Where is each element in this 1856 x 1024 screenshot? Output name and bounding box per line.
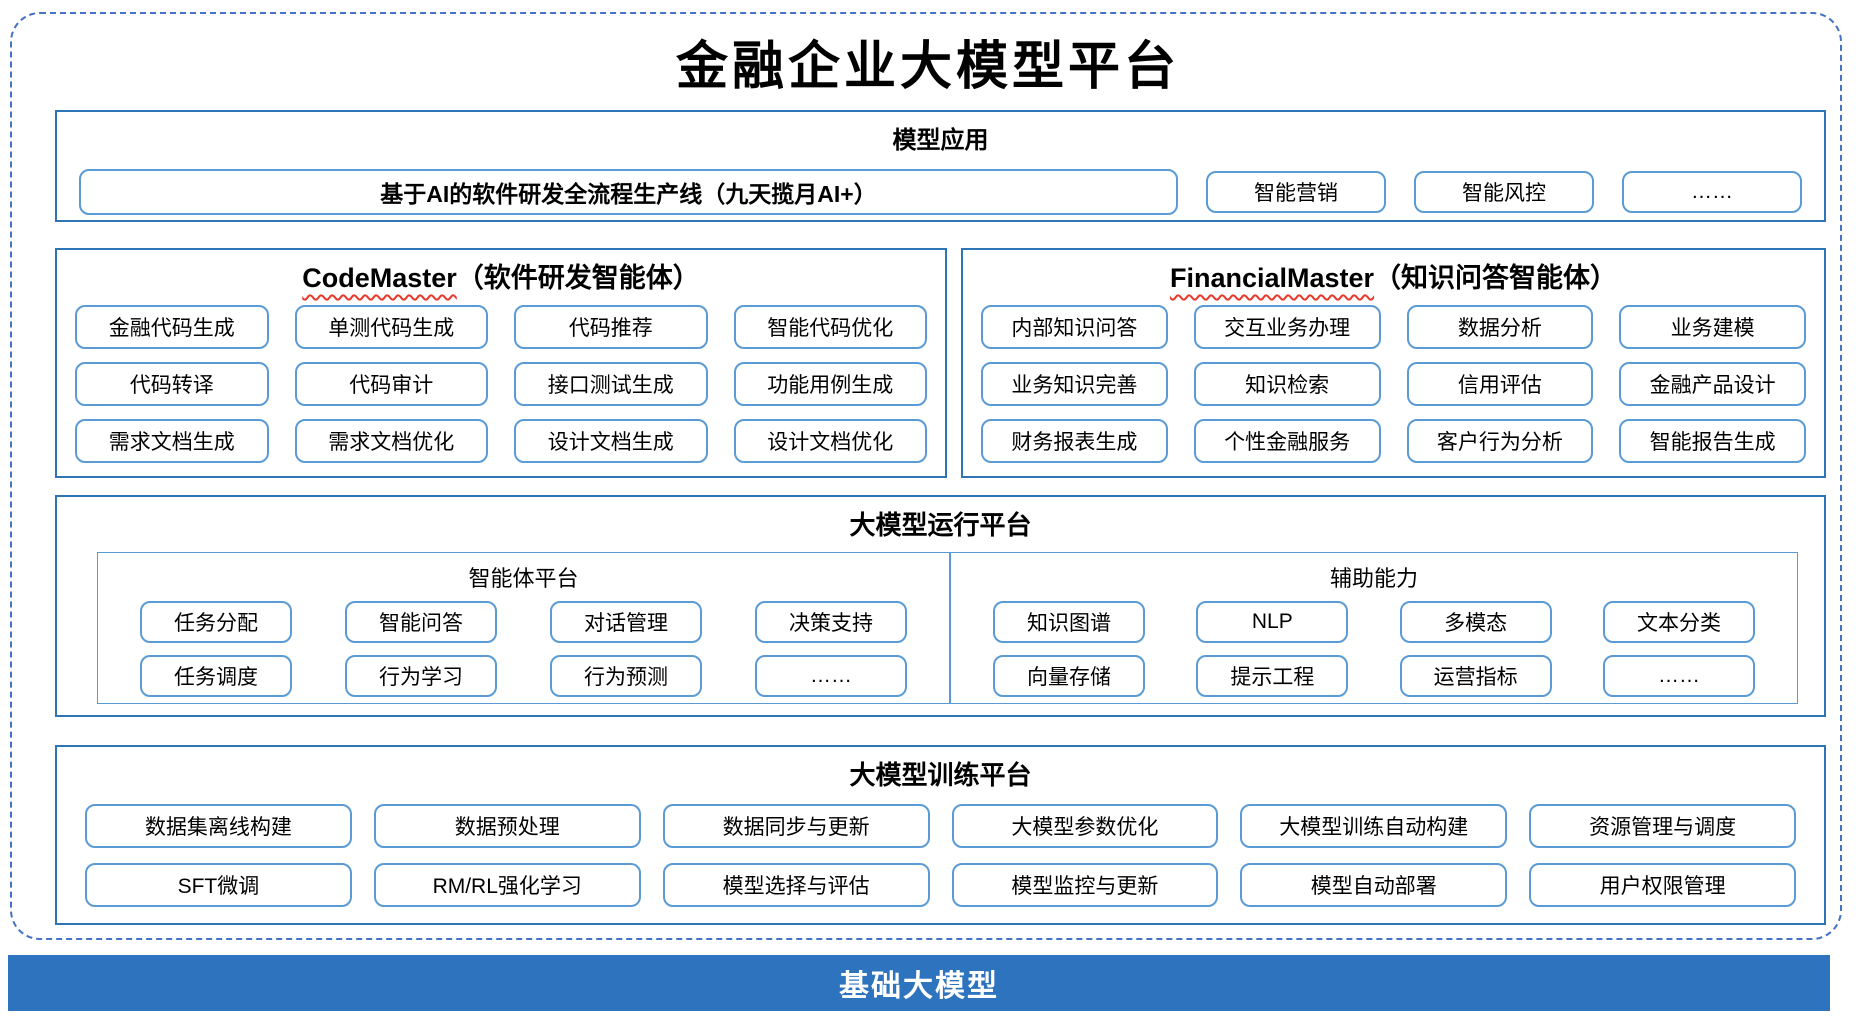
training-item-pill: 用户权限管理 xyxy=(1529,863,1796,907)
model-applications-row: 基于AI的软件研发全流程生产线（九天揽月AI+） 智能营销智能风控 …… xyxy=(57,169,1824,215)
aux-ability-item-pill: 文本分类 xyxy=(1602,601,1755,643)
financialmaster-item-pill: 交互业务办理 xyxy=(1193,305,1381,349)
codemaster-items-grid: 金融代码生成单测代码生成代码推荐智能代码优化代码转译代码审计接口测试生成功能用例… xyxy=(57,305,945,463)
training-item-pill: RM/RL强化学习 xyxy=(373,863,641,907)
codemaster-item-pill: 代码审计 xyxy=(294,362,488,406)
section-header-model-applications: 模型应用 xyxy=(892,127,989,154)
financialmaster-items-grid: 内部知识问答交互业务办理数据分析业务建模业务知识完善知识检索信用评估金融产品设计… xyxy=(963,305,1824,463)
agents-row: CodeMaster（软件研发智能体） 金融代码生成单测代码生成代码推荐智能代码… xyxy=(55,248,1826,478)
codemaster-item-pill: 代码转译 xyxy=(75,362,269,406)
codemaster-item-pill: 设计文档生成 xyxy=(514,419,708,463)
runtime-platform-header: 大模型运行平台 xyxy=(849,510,1032,540)
agent-platform-header: 智能体平台 xyxy=(468,566,579,591)
codemaster-name: CodeMaster xyxy=(302,263,457,293)
training-item-pill: 资源管理与调度 xyxy=(1529,804,1796,848)
financialmaster-item-pill: 财务报表生成 xyxy=(981,419,1168,463)
codemaster-item-pill: 代码推荐 xyxy=(514,305,708,349)
section-model-applications: 模型应用 基于AI的软件研发全流程生产线（九天揽月AI+） 智能营销智能风控 …… xyxy=(55,110,1826,222)
agent-platform-item-pill: 对话管理 xyxy=(550,601,702,643)
codemaster-item-pill: 功能用例生成 xyxy=(733,362,927,406)
training-item-pill: 大模型训练自动构建 xyxy=(1240,804,1508,848)
agent-platform-item-pill: 行为预测 xyxy=(550,655,702,697)
financialmaster-item-pill: 个性金融服务 xyxy=(1193,419,1381,463)
codemaster-header: CodeMaster（软件研发智能体） xyxy=(57,256,945,295)
financialmaster-item-pill: 智能报告生成 xyxy=(1619,419,1806,463)
aux-ability-item-pill: 多模态 xyxy=(1399,601,1552,643)
codemaster-item-pill: 需求文档生成 xyxy=(75,419,269,463)
financialmaster-item-pill: 内部知识问答 xyxy=(981,305,1168,349)
training-item-pill: 模型选择与评估 xyxy=(662,863,930,907)
model-application-pill: 智能营销 xyxy=(1206,171,1386,213)
pill-ai-software-pipeline: 基于AI的软件研发全流程生产线（九天揽月AI+） xyxy=(79,169,1178,215)
model-application-pill: …… xyxy=(1622,171,1802,213)
training-item-pill: 模型自动部署 xyxy=(1240,863,1508,907)
codemaster-item-pill: 接口测试生成 xyxy=(514,362,708,406)
aux-ability-item-pill: 知识图谱 xyxy=(993,601,1145,643)
training-item-pill: 数据预处理 xyxy=(373,804,641,848)
agent-platform-item-pill: 任务调度 xyxy=(140,655,292,697)
agent-platform-item-pill: 任务分配 xyxy=(140,601,292,643)
financialmaster-name: FinancialMaster xyxy=(1169,263,1375,293)
codemaster-item-pill: 设计文档优化 xyxy=(733,419,927,463)
training-item-pill: 模型监控与更新 xyxy=(951,863,1219,907)
runtime-inner-row: 智能体平台 任务分配 智能问答 对话管理 决策支持任务调度 行为学习 行为预测 …… 辅助能… xyxy=(57,552,1824,704)
agent-platform-item-pill: …… xyxy=(755,655,907,697)
financialmaster-item-pill: 知识检索 xyxy=(1193,362,1381,406)
agent-platform-item-pill: 智能问答 xyxy=(345,601,497,643)
section-codemaster: CodeMaster（软件研发智能体） 金融代码生成单测代码生成代码推荐智能代码… xyxy=(55,248,947,478)
aux-ability-item-pill: …… xyxy=(1602,655,1755,697)
financialmaster-item-pill: 业务知识完善 xyxy=(981,362,1168,406)
training-platform-header: 大模型训练平台 xyxy=(849,760,1032,790)
aux-ability-header: 辅助能力 xyxy=(1329,566,1418,591)
agent-platform-item-pill: 决策支持 xyxy=(755,601,907,643)
codemaster-item-pill: 需求文档优化 xyxy=(294,419,488,463)
financialmaster-item-pill: 业务建模 xyxy=(1619,305,1806,349)
training-items-grid: 数据集离线构建数据预处理数据同步与更新大模型参数优化大模型训练自动构建资源管理与… xyxy=(57,804,1824,907)
training-item-pill: SFT微调 xyxy=(85,863,352,907)
subsection-aux-ability: 辅助能力 知识图谱 NLP 多模态 文本分类向量存储 提示工程 运营指标 …… xyxy=(950,552,1798,704)
financialmaster-item-pill: 金融产品设计 xyxy=(1619,362,1806,406)
aux-ability-items-grid: 知识图谱 NLP 多模态 文本分类向量存储 提示工程 运营指标 …… xyxy=(951,601,1797,697)
training-item-pill: 数据同步与更新 xyxy=(662,804,930,848)
aux-ability-item-pill: 运营指标 xyxy=(1399,655,1552,697)
codemaster-item-pill: 金融代码生成 xyxy=(75,305,269,349)
model-applications-small-pills: 智能营销智能风控 …… xyxy=(1206,171,1802,213)
financialmaster-item-pill: 客户行为分析 xyxy=(1406,419,1594,463)
subsection-agent-platform: 智能体平台 任务分配 智能问答 对话管理 决策支持任务调度 行为学习 行为预测 …… xyxy=(97,552,950,704)
section-training-platform: 大模型训练平台 数据集离线构建数据预处理数据同步与更新大模型参数优化大模型训练自… xyxy=(55,745,1826,925)
aux-ability-item-pill: 提示工程 xyxy=(1196,655,1349,697)
financialmaster-subtitle: （知识问答智能体） xyxy=(1374,263,1618,293)
aux-ability-item-pill: NLP xyxy=(1196,601,1349,643)
agent-platform-items-grid: 任务分配 智能问答 对话管理 决策支持任务调度 行为学习 行为预测 …… xyxy=(98,601,949,697)
page-title: 金融企业大模型平台 xyxy=(675,36,1180,97)
codemaster-item-pill: 智能代码优化 xyxy=(733,305,927,349)
training-item-pill: 大模型参数优化 xyxy=(951,804,1219,848)
section-runtime-platform: 大模型运行平台 智能体平台 任务分配 智能问答 对话管理 决策支持任务调度 行为学习 行为… xyxy=(55,495,1826,717)
financialmaster-item-pill: 信用评估 xyxy=(1406,362,1594,406)
aux-ability-item-pill: 向量存储 xyxy=(993,655,1145,697)
foundation-model-bar: 基础大模型 xyxy=(8,955,1830,1011)
codemaster-item-pill: 单测代码生成 xyxy=(294,305,488,349)
financialmaster-item-pill: 数据分析 xyxy=(1406,305,1594,349)
outer-dashed-frame xyxy=(10,12,1842,940)
foundation-model-label: 基础大模型 xyxy=(839,970,999,1003)
codemaster-subtitle: （软件研发智能体） xyxy=(456,263,700,293)
agent-platform-item-pill: 行为学习 xyxy=(345,655,497,697)
section-financialmaster: FinancialMaster（知识问答智能体） 内部知识问答交互业务办理数据分… xyxy=(961,248,1826,478)
financialmaster-header: FinancialMaster（知识问答智能体） xyxy=(963,256,1824,295)
model-application-pill: 智能风控 xyxy=(1414,171,1594,213)
training-item-pill: 数据集离线构建 xyxy=(85,804,352,848)
